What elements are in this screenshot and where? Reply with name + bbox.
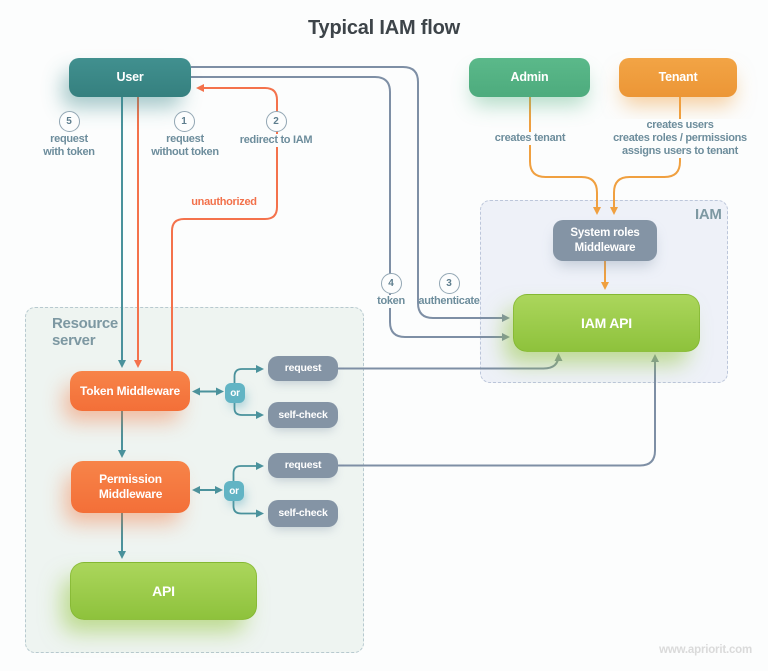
- node-admin: Admin: [469, 58, 590, 97]
- edge-token: [191, 76, 510, 341]
- node-user: User: [69, 58, 191, 97]
- label-request-with-token: request with token: [43, 133, 95, 158]
- label-authenticate: authenticate: [418, 295, 480, 307]
- node-iam-api: IAM API: [513, 294, 700, 352]
- edge-or1-selfcheck1: [233, 402, 264, 419]
- step-circle-3: 3: [438, 272, 460, 294]
- node-token-middleware: Token Middleware: [70, 371, 190, 411]
- node-self-check-1: self-check: [268, 402, 338, 428]
- node-or-2: or: [224, 481, 244, 501]
- node-request-1: request: [268, 356, 338, 381]
- edge-or1-request1: [233, 365, 264, 383]
- label-unauthorized: unauthorized: [191, 196, 257, 208]
- label-request-without-token: request without token: [151, 133, 219, 158]
- step-circle-4: 4: [380, 272, 402, 294]
- step-circle-1: 1: [173, 110, 195, 132]
- label-creates-tenant: creates tenant: [485, 132, 575, 145]
- arrowhead: [192, 486, 200, 494]
- label-tenant-actions: creates users creates roles / permission…: [595, 119, 765, 158]
- edge-request1-iamapi: [338, 353, 563, 370]
- step-circle-2: 2: [265, 110, 287, 132]
- iam-label: IAM: [695, 206, 722, 223]
- page-title: Typical IAM flow: [308, 17, 460, 39]
- node-permission-middleware: Permission Middleware: [71, 461, 190, 513]
- label-redirect-to-iam: redirect to IAM: [231, 134, 321, 147]
- edge-or2-selfcheck2: [232, 499, 264, 518]
- resource-server-label: Resource server: [52, 315, 118, 349]
- edge-tenant-sysroles: [610, 97, 681, 215]
- node-tenant: Tenant: [619, 58, 737, 97]
- node-system-roles-middleware: System roles Middleware: [553, 220, 657, 261]
- step-circle-5: 5: [58, 110, 80, 132]
- watermark: www.apriorit.com: [659, 644, 752, 656]
- edge-or2-request2: [232, 462, 264, 481]
- label-token: token: [369, 295, 413, 308]
- edge-unauthorized-redirect: [171, 84, 278, 371]
- node-self-check-2: self-check: [268, 500, 338, 527]
- edge-request2-iamapi: [338, 354, 659, 467]
- node-request-2: request: [268, 453, 338, 478]
- arrowhead: [192, 387, 200, 396]
- edge-authenticate: [191, 66, 510, 322]
- node-or-1: or: [225, 383, 245, 403]
- arrowhead: [216, 387, 224, 396]
- arrowhead: [215, 486, 223, 494]
- node-api: API: [70, 562, 257, 620]
- edge-admin-sysroles: [529, 97, 601, 215]
